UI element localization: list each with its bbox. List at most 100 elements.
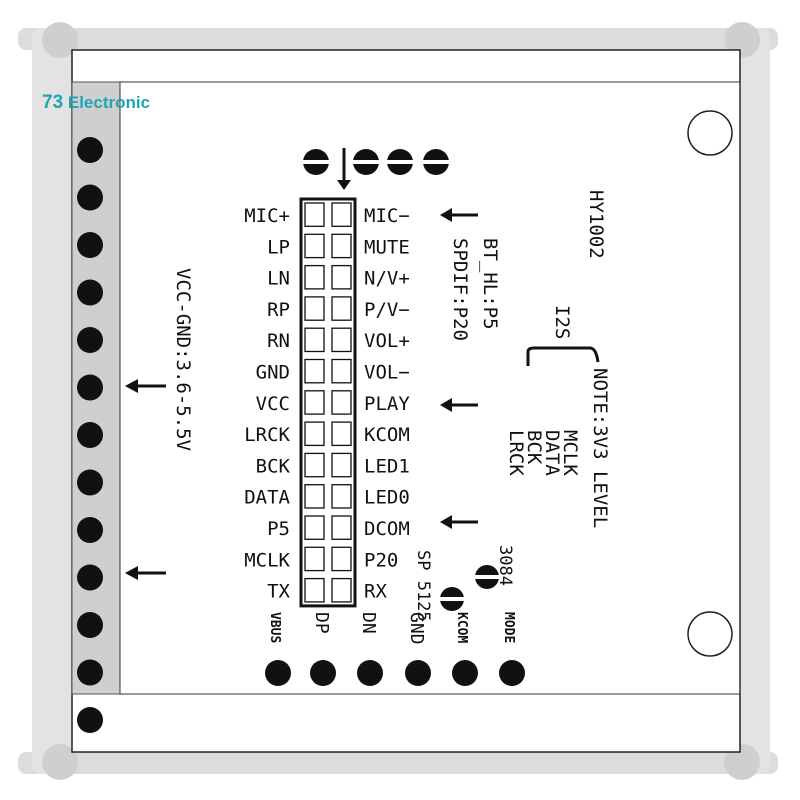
header-pin-cell [304,577,325,603]
header-pin-cell [331,264,352,290]
header-pin-cell [331,358,352,384]
right-pin-labels: MIC−MUTEN/V+P/V−VOL+VOL−PLAYKCOMLED1LED0… [364,205,410,603]
frame-top [18,28,778,50]
header-pin-cell [304,546,325,572]
frame-left [32,28,72,774]
header-pin-cell [331,233,352,259]
header-pin-cell [304,296,325,321]
right-pin-label: MUTE [364,236,410,258]
bottom-pin-label: VBUS [267,612,282,643]
board-name: HY1002 [585,190,607,259]
left-header-pad [77,279,103,306]
top-pad [353,149,379,175]
left-header-pad [77,659,103,686]
bottom-pin-label: MODE [501,612,516,643]
left-header-pad [77,469,103,496]
sp-5125-label: SP 5125 [413,550,433,622]
right-pin-label: DCOM [364,518,410,540]
left-pin-label: LRCK [244,424,290,446]
header-pin-cell [331,421,352,447]
header-pin-cell [304,358,325,384]
mounting-hole-top [687,110,733,156]
left-header-pads [77,137,103,733]
header-pin-cell [304,484,325,509]
left-pin-label: RN [267,330,290,352]
left-header-pad [77,327,103,353]
bottom-pad [265,660,291,686]
note-level: NOTE:3V3 LEVEL [589,368,611,528]
board-inner-edge [119,81,741,695]
i2s-data: DATA [541,430,563,476]
right-pin-label: N/V+ [364,268,410,290]
bt-hl-note: BT_HL:P5 [479,238,501,330]
bottom-pad [405,660,431,686]
frame-corner-tr [724,22,760,58]
spdif-note: SPDIF:P20 [449,238,471,341]
left-header-pad [77,232,103,258]
frame-corner-br [724,744,760,780]
header-pin-cell [331,484,352,509]
left-pin-label: DATA [244,487,290,509]
i2s-bck: BCK [523,430,545,465]
right-pin-label: VOL+ [364,330,410,352]
left-pin-label: LN [267,268,290,290]
bottom-pin-label: DN [358,612,379,634]
top-pad [303,149,329,175]
frame-bottom [18,752,778,774]
logo-text: Electronic [67,93,151,112]
arrow-dcom-icon [440,515,478,529]
right-pin-label: VOL− [364,362,410,384]
header-pin-cell [331,577,352,603]
header-pin-cell [331,202,352,227]
header-pin-cell [331,390,352,415]
mounting-hole-bottom [687,611,733,657]
i2s-bracket [526,346,600,366]
bottom-pad [452,660,478,686]
right-pin-label: P/V− [364,299,410,321]
frame-corner-bl [42,744,78,780]
arrow-play-icon [440,398,478,412]
left-pin-label: MCLK [244,549,290,571]
bottom-pad [499,660,525,686]
arrow-mic-minus-icon [440,208,478,222]
bottom-pads [265,660,525,686]
i2s-label: I2S [551,305,573,339]
left-pin-label: VCC [256,393,290,415]
arrow-left-lower-icon [125,566,166,580]
bottom-pad [310,660,336,686]
left-header-pad [77,422,103,448]
brand-logo: 73 Electronic [42,92,150,114]
left-header-pad [77,184,103,211]
frame-corner-tl [42,22,78,58]
left-header-pad [77,517,103,543]
top-pad [387,149,413,175]
left-pin-label: TX [267,581,290,603]
left-pin-label: RP [267,299,290,321]
right-pin-label: KCOM [364,424,410,446]
right-pin-label: PLAY [364,393,410,415]
top-pad [423,149,449,175]
right-pin-label: RX [364,581,387,603]
left-pin-label: GND [256,362,290,384]
jumper-sp [440,587,464,611]
right-pin-label: MIC− [364,205,410,227]
left-pin-label: LP [267,236,290,258]
header-pin-grid [299,197,357,608]
header-pin-cell [331,515,352,540]
header-pin-cell [331,452,352,478]
header-pin-cell [331,546,352,572]
jumper-3084 [475,565,499,589]
bottom-pad [357,660,383,686]
arrow-left-upper-icon [125,379,166,393]
right-pin-label: LED1 [364,455,410,477]
left-header-pad [77,707,103,733]
logo-number: 73 [42,92,64,113]
arrow-top-down-icon [337,148,351,190]
header-pin-cell [331,296,352,321]
i2s-mclk: MCLK [559,430,581,476]
header-pin-cell [304,327,325,353]
header-pin-cell [304,233,325,259]
vcc-range-note: VCC-GND:3.6-5.5V [172,268,194,451]
